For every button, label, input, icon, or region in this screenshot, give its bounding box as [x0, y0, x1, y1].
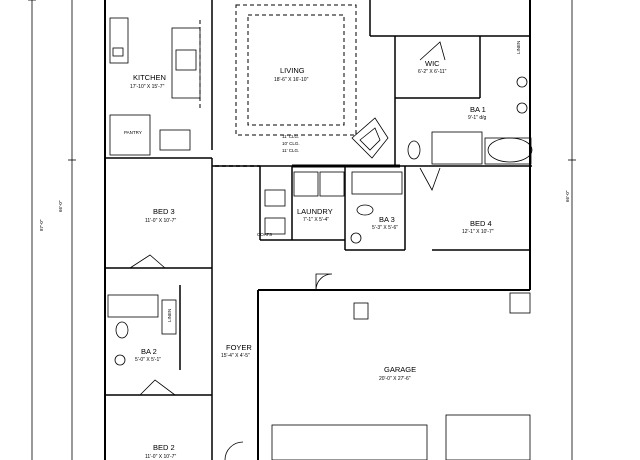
dimension-left-outer: 87'-0" — [39, 219, 44, 231]
ba3-fixtures — [350, 171, 403, 244]
dimension-lines — [28, 0, 576, 460]
living-dimensions: 18'-6" X 16'-10" — [274, 77, 309, 83]
bed3-dimensions: 11'-0" X 10'-7" — [145, 218, 176, 224]
fireplace — [351, 117, 389, 159]
garage-name: GARAGE — [384, 365, 416, 374]
bed3-name: BED 3 — [153, 207, 175, 216]
garage-dimensions: 20'-0" X 27'-6" — [379, 376, 411, 382]
kitchen-fixtures — [109, 17, 201, 156]
kitchen-dimensions: 17'-10" X 15'-7" — [130, 84, 165, 90]
living-tray-ceiling — [235, 4, 357, 136]
foyer-dimensions: 15'-4" X 4'-5" — [221, 353, 250, 359]
ba1-dimensions: 9'-1" d/g — [468, 115, 487, 121]
wic-dimensions: 6'-2" X 6'-11" — [418, 69, 447, 75]
wic-name: WIC — [425, 59, 440, 68]
ba3-dimensions: 5'-3" X 5'-6" — [372, 225, 398, 231]
ceiling-note-3: 11' CLG. — [282, 148, 299, 153]
ceiling-note-2: 10' CLG. — [282, 141, 300, 146]
kitchen-name: KITCHEN — [133, 73, 166, 82]
dimension-right: 66'-0" — [565, 190, 570, 202]
pantry-label: PANTRY — [124, 130, 142, 135]
garage-fixtures — [271, 292, 531, 460]
ba1-name: BA 1 — [470, 105, 486, 114]
linen-label-master: LINEN — [516, 41, 521, 54]
master-bath-fixtures — [407, 76, 533, 165]
interior-walls — [105, 0, 532, 460]
bed2-dimensions: 11'-0" X 10'-7" — [145, 454, 176, 460]
dimension-left-inner: 66'-0" — [58, 200, 63, 212]
bed4-dimensions: 12'-1" X 10'-7" — [462, 229, 494, 235]
ba3-name: BA 3 — [379, 215, 395, 224]
laundry-dimensions: 7'-1" X 5'-4" — [303, 217, 329, 223]
laundry-name: LAUNDRY — [297, 207, 333, 216]
ceiling-note-1: 11' CLG. — [282, 134, 299, 139]
ba2-dimensions: 5'-0" X 5'-1" — [135, 357, 161, 363]
living-name: LIVING — [280, 66, 305, 75]
ba2-fixtures — [107, 294, 177, 366]
foyer-name: FOYER — [226, 343, 252, 352]
coats-label: COATS — [257, 232, 272, 237]
linen-label-hall: LINEN — [167, 309, 172, 322]
laundry-fixtures — [264, 171, 345, 235]
bed4-name: BED 4 — [470, 219, 492, 228]
bed2-name: BED 2 — [153, 443, 175, 452]
door-swings — [129, 41, 446, 460]
ba2-name: BA 2 — [141, 347, 157, 356]
